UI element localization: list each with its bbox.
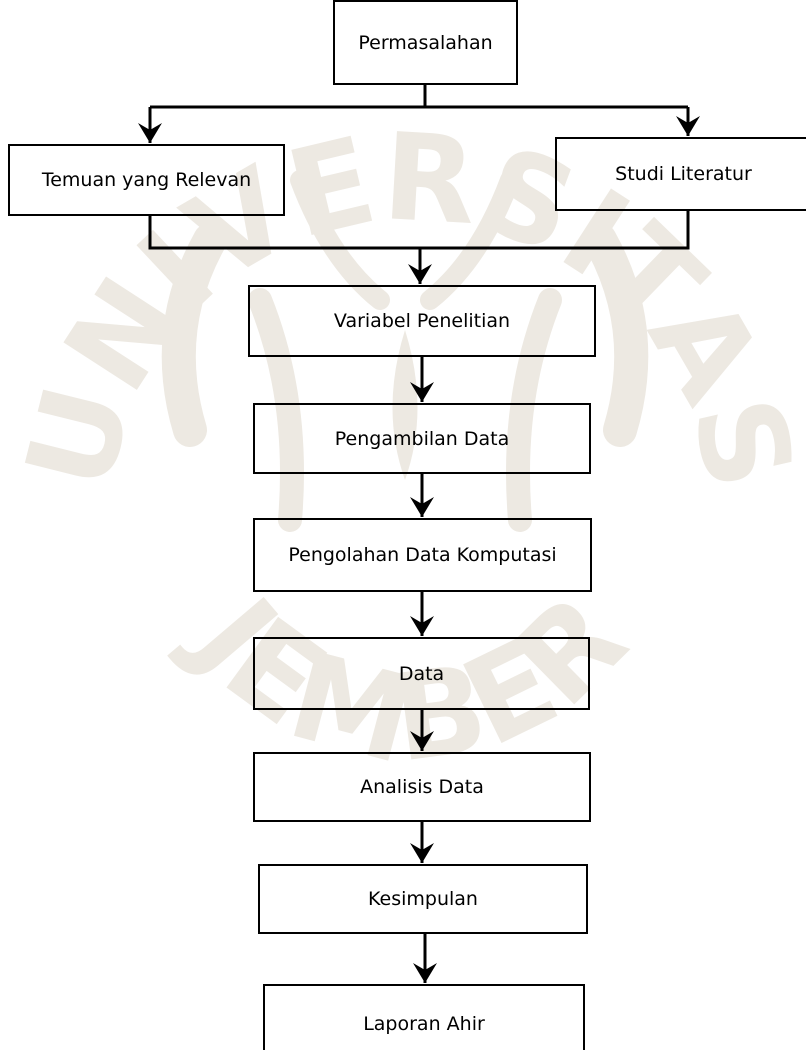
node-kesimpulan-label: Kesimpulan xyxy=(368,888,478,910)
arrowhead-pengolahan xyxy=(410,497,434,517)
node-pengambilan-data: Pengambilan Data xyxy=(253,403,591,474)
node-studi-label: Studi Literatur xyxy=(615,163,752,185)
edge-temuan-merge xyxy=(148,211,690,250)
node-permasalahan-label: Permasalahan xyxy=(358,31,493,54)
arrowhead-laporan xyxy=(413,963,437,983)
node-temuan-label: Temuan yang Relevan xyxy=(41,169,252,191)
arrowhead-studi xyxy=(676,116,700,136)
node-analisis-label: Analisis Data xyxy=(360,776,484,798)
node-pengambilan-label: Pengambilan Data xyxy=(334,427,510,450)
node-temuan-yang-relevan: Temuan yang Relevan xyxy=(8,144,285,216)
arrowhead-temuan xyxy=(138,123,162,143)
node-data: Data xyxy=(253,637,590,710)
node-variabel-label: Variabel Penelitian xyxy=(333,310,511,332)
arrowhead-analisis xyxy=(410,731,434,751)
node-kesimpulan: Kesimpulan xyxy=(258,864,588,934)
arrowhead-variabel xyxy=(408,264,432,284)
node-variabel-penelitian: Variabel Penelitian xyxy=(248,285,596,357)
node-studi-literatur: Studi Literatur xyxy=(555,137,806,211)
arrowhead-data xyxy=(410,616,434,636)
node-analisis-data: Analisis Data xyxy=(253,752,591,822)
node-data-label: Data xyxy=(398,662,445,685)
node-pengolahan-label: Pengolahan Data Komputasi xyxy=(288,544,557,566)
arrowhead-pengambilan xyxy=(410,382,434,402)
node-pengolahan-data-komputasi: Pengolahan Data Komputasi xyxy=(253,518,592,592)
node-laporan-label: Laporan Ahir xyxy=(363,1013,485,1035)
node-laporan-ahir: Laporan Ahir xyxy=(263,984,585,1050)
node-permasalahan: Permasalahan xyxy=(333,0,518,85)
arrowhead-kesimpulan xyxy=(410,843,434,863)
